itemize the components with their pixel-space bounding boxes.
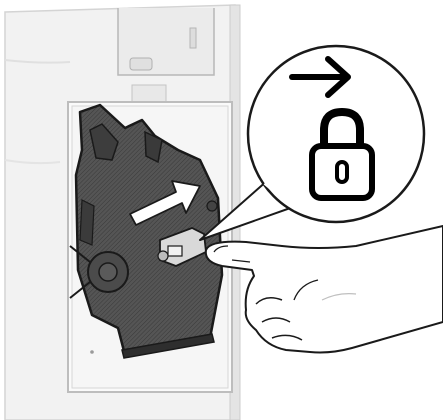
rivet-dot	[90, 350, 94, 354]
